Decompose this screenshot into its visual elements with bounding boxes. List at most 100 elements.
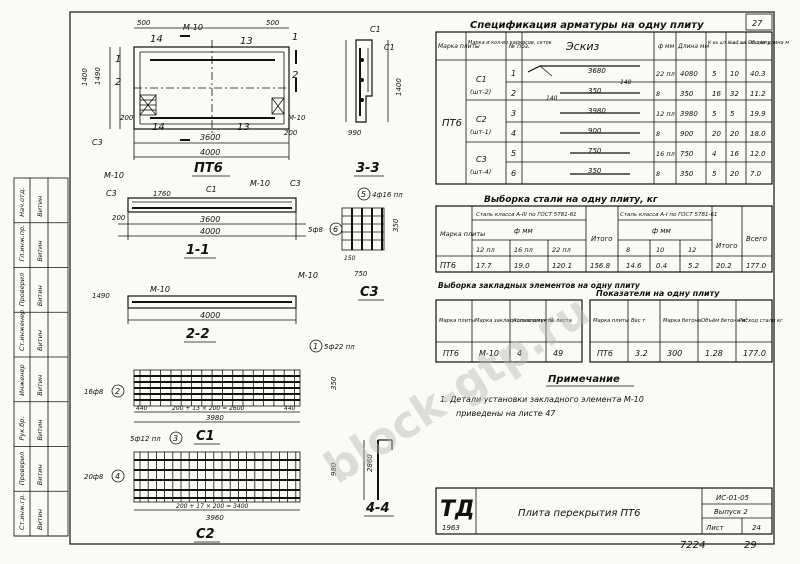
spec-total: 12.0	[750, 150, 766, 158]
embedded-header: Марка закладного элемента	[475, 318, 553, 324]
embedded-header: Марка плиты	[439, 318, 475, 324]
note-text-1: 1. Детали установки закладного элемента …	[440, 395, 644, 404]
spec-pos: 2	[511, 89, 516, 98]
spec-len: 3980	[680, 110, 698, 118]
view-title-3-3: 3-3	[356, 161, 380, 176]
dim-4000-11: 4000	[200, 227, 220, 236]
spec-len: 4080	[680, 70, 698, 78]
spec-n2: 10	[730, 70, 739, 78]
embedded-header: Кол-во штук	[513, 318, 548, 324]
spec-n1: 5	[712, 70, 717, 78]
archive-number: 7224	[680, 540, 705, 551]
dim-3960: 3960	[206, 514, 224, 522]
steel-col-vsego: Всего	[746, 235, 767, 243]
label-m10-11: М-10	[104, 171, 124, 180]
spec-total: 7.0	[750, 170, 762, 178]
spec-n2: 20	[730, 170, 739, 178]
label-c3-plan: С3	[92, 138, 103, 147]
label-2-left: 2	[115, 77, 121, 88]
indicator-header: Марка плиты	[593, 318, 629, 324]
spec-qty: (шт-1)	[470, 128, 491, 136]
spec-plate: ПТ6	[442, 118, 462, 129]
spec-pos: 6	[511, 169, 516, 178]
spec-pos: 5	[511, 149, 516, 158]
spec-n2: 16	[730, 150, 739, 158]
steel-title: Выборка стали на одну плиту, кг	[484, 194, 658, 205]
spec-d: 8	[656, 90, 660, 98]
sketch-dim-140a: 140	[546, 95, 558, 102]
spec-mark: С1	[476, 75, 487, 84]
steel-size: 10	[656, 246, 664, 254]
spec-qty: (шт-4)	[470, 168, 491, 176]
steel-size: 16 пл	[514, 246, 533, 254]
indicator-cell: 3.2	[635, 349, 648, 358]
dim-440-r: 440	[284, 405, 296, 412]
spec-n1: 5	[712, 170, 717, 178]
steel-value: 19.0	[514, 262, 530, 270]
indicators-title: Показатели на одну плиту	[596, 289, 720, 298]
steel-value: 14.6	[626, 262, 642, 270]
spec-sketch-dim: 750	[588, 147, 602, 155]
label-14-top: 14	[150, 34, 163, 45]
indicator-header: Марка бетона	[663, 318, 701, 324]
embedded-table	[435, 299, 583, 363]
spec-pos: 4	[511, 129, 516, 138]
steel-table	[435, 205, 773, 273]
pos-4-circle: 4	[115, 472, 120, 481]
stamp-role: Проверил	[18, 452, 26, 485]
page-corner-number: 27	[752, 19, 763, 28]
dim-350-c3: 350	[392, 218, 400, 232]
stamp-role: Проверил	[18, 273, 26, 306]
dim-200-right: 200	[284, 129, 298, 137]
embedded-cell: 49	[553, 349, 563, 358]
indicator-cell: 300	[667, 349, 682, 358]
stamp-name: Витин	[36, 241, 44, 262]
sheet-label: Лист	[705, 524, 725, 532]
steel-size: 22 пл	[552, 246, 571, 254]
steel-itogo1: 156.8	[590, 262, 611, 270]
dim-150: 150	[344, 255, 356, 262]
dim-4000: 4000	[200, 148, 220, 157]
indicators-table	[589, 299, 773, 363]
stamp-role: Рук.бр.	[18, 417, 26, 441]
bars-5f12: 5ф12 пл	[130, 435, 161, 443]
section-2-2	[127, 295, 297, 324]
stamp-name: Витин	[36, 420, 44, 441]
view-title-pt6: ПТ6	[194, 161, 223, 176]
detail-c3	[329, 187, 385, 251]
stamp-role: Ст.инж.гр.	[18, 494, 26, 530]
steel-size: 8	[626, 246, 630, 254]
stamp-role: Инженер	[18, 364, 26, 395]
spec-header-n1: К-во шт. на 1 эл.	[708, 40, 747, 46]
steel-row-mark: ПТ6	[440, 261, 456, 270]
spec-header-len: Длина мм	[677, 43, 709, 50]
spec-d: 16 пл	[656, 150, 675, 158]
frame-c2	[111, 431, 301, 511]
year-label: 1963	[442, 524, 460, 532]
label-c3-11: С3	[106, 189, 117, 198]
spec-total: 11.2	[750, 90, 766, 98]
steel-phi2: ф мм	[652, 227, 671, 235]
dim-1490: 1490	[94, 67, 102, 85]
label-c3-11b: С3	[290, 179, 301, 188]
stamp-name: Витин	[36, 196, 44, 217]
label-m10-22b: М-10	[298, 271, 318, 280]
dim-4000-22: 4000	[200, 311, 220, 320]
label-13-top: 13	[240, 36, 253, 47]
steel-size: 12 пл	[476, 246, 495, 254]
dim-3400: 200 + 17 × 200 = 3400	[176, 503, 249, 510]
spec-mark: С2	[476, 115, 487, 124]
steel-col-mark: Марка плиты	[440, 230, 485, 238]
bars-16f8: 16ф8	[84, 388, 104, 396]
steel-col-itogo2: Итого	[716, 242, 738, 250]
stamp-role: Гл.инж.пр.	[18, 225, 26, 262]
spec-header-pos: № поз.	[508, 43, 530, 50]
spec-mark: С3	[476, 155, 487, 164]
pos-3-circle: 3	[173, 434, 178, 443]
view-title-c3: С3	[360, 285, 379, 300]
bars-20f8: 20ф8	[84, 473, 104, 481]
dim-980: 980	[330, 462, 338, 476]
spec-n1: 5	[712, 110, 717, 118]
section-3-3	[345, 39, 389, 123]
